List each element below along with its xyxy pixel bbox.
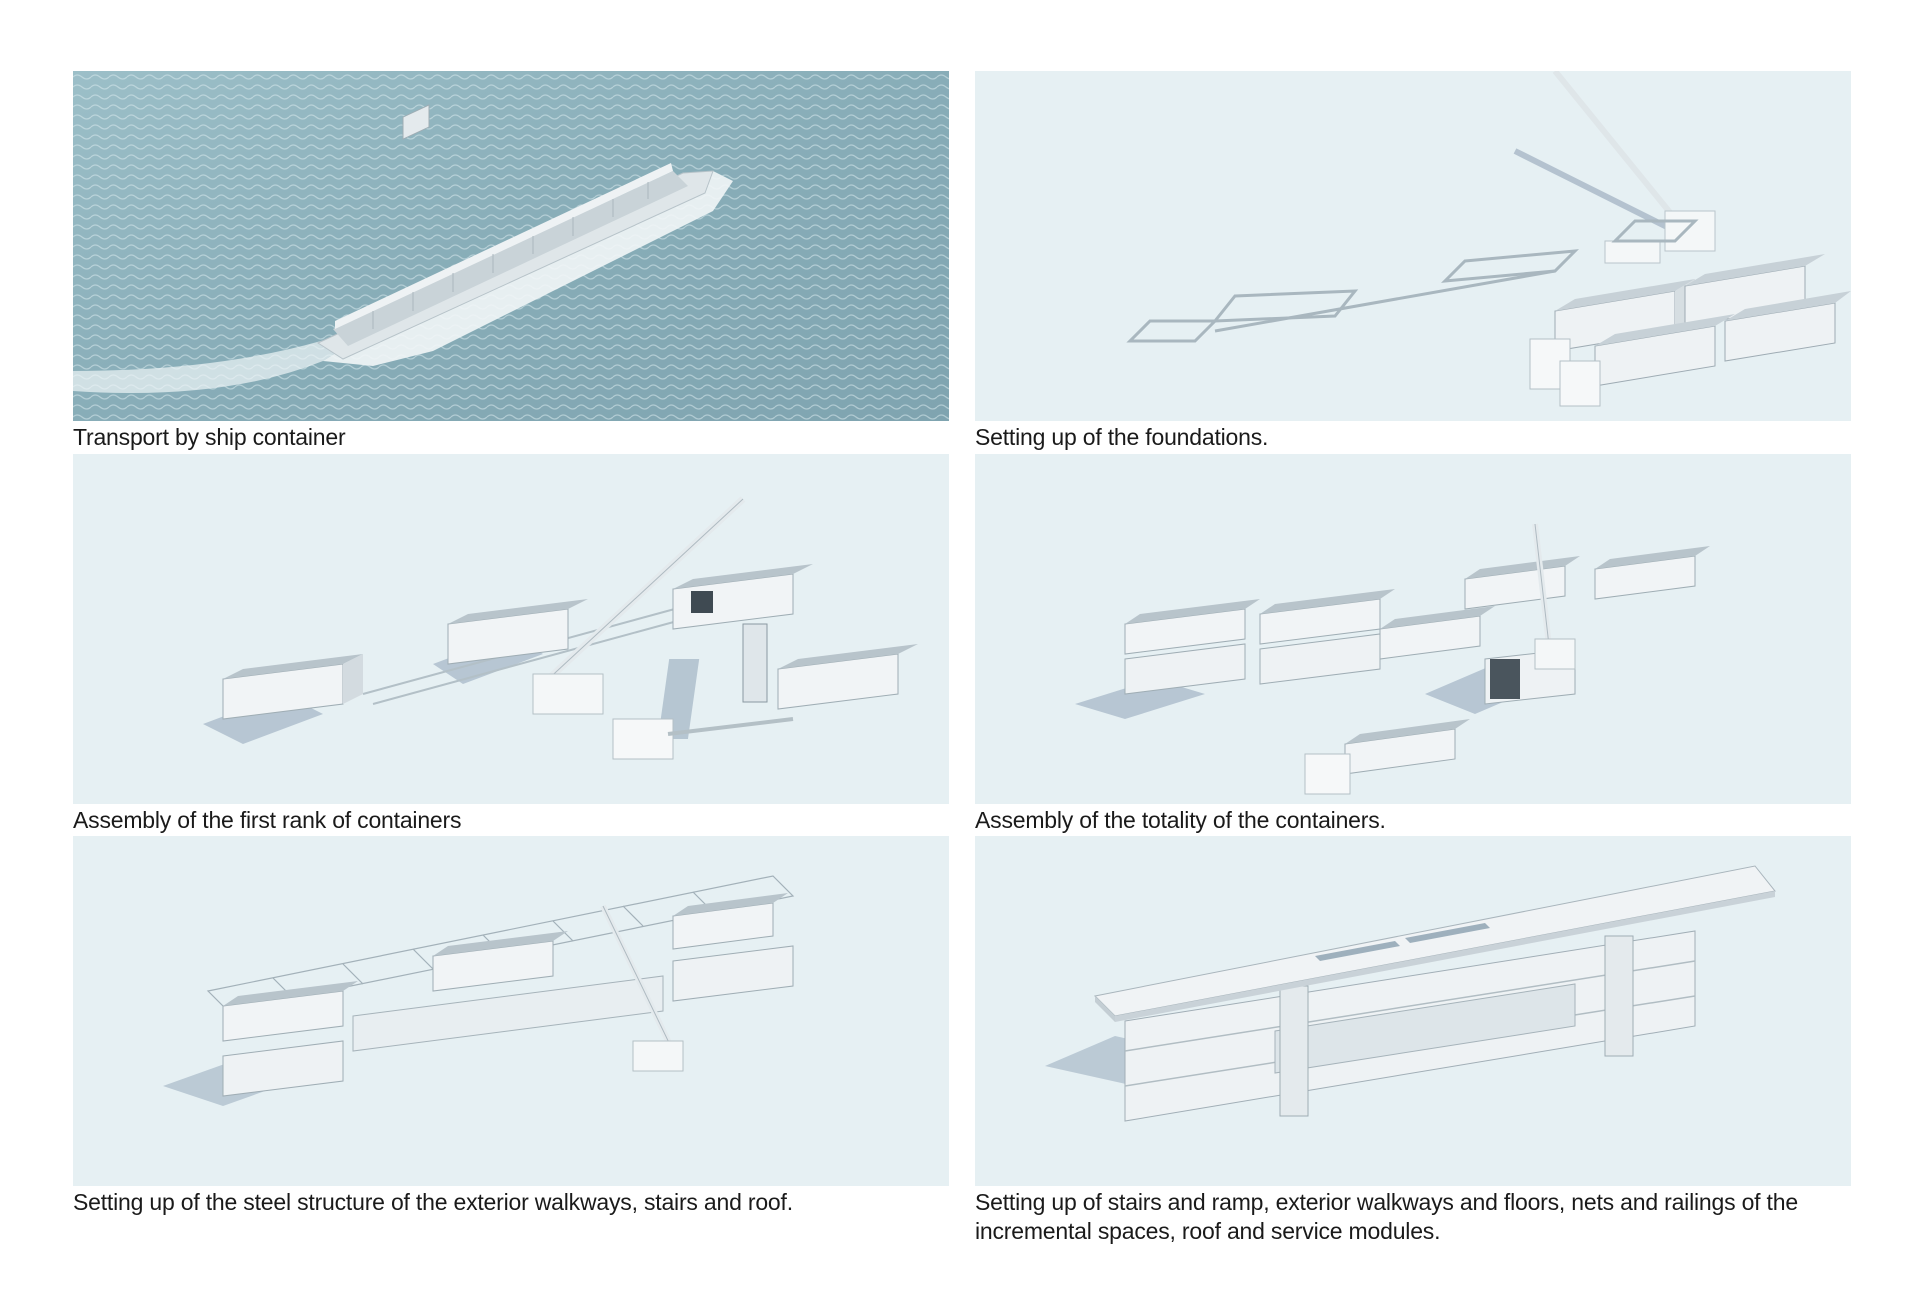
- step-1-panel: Transport by ship container: [73, 71, 949, 452]
- step-5-caption: Setting up of the steel structure of the…: [73, 1189, 793, 1215]
- step-5-panel: Setting up of the steel structure of the…: [73, 836, 949, 1217]
- step-6-image: [975, 836, 1851, 1186]
- step-6-caption: Setting up of stairs and ramp, exterior …: [975, 1189, 1798, 1244]
- step-2-caption: Setting up of the foundations.: [975, 424, 1269, 450]
- first-rank-render: [73, 454, 949, 804]
- step-3-caption: Assembly of the first rank of containers: [73, 807, 462, 833]
- step-3-image: [73, 454, 949, 804]
- step-1-caption: Transport by ship container: [73, 424, 346, 450]
- step-5-image: [73, 836, 949, 1186]
- step-4-caption: Assembly of the totality of the containe…: [975, 807, 1386, 833]
- ship-render: [73, 71, 949, 421]
- totality-render: [975, 454, 1851, 804]
- step-4-panel: Assembly of the totality of the containe…: [975, 454, 1851, 835]
- step-2-panel: Setting up of the foundations.: [975, 71, 1851, 452]
- completed-building-render: [975, 836, 1851, 1186]
- foundations-render: [975, 71, 1851, 421]
- step-3-panel: Assembly of the first rank of containers: [73, 454, 949, 835]
- step-6-panel: Setting up of stairs and ramp, exterior …: [975, 836, 1851, 1246]
- step-1-image: [73, 71, 949, 421]
- step-2-image: [975, 71, 1851, 421]
- step-4-image: [975, 454, 1851, 804]
- steel-structure-render: [73, 836, 949, 1186]
